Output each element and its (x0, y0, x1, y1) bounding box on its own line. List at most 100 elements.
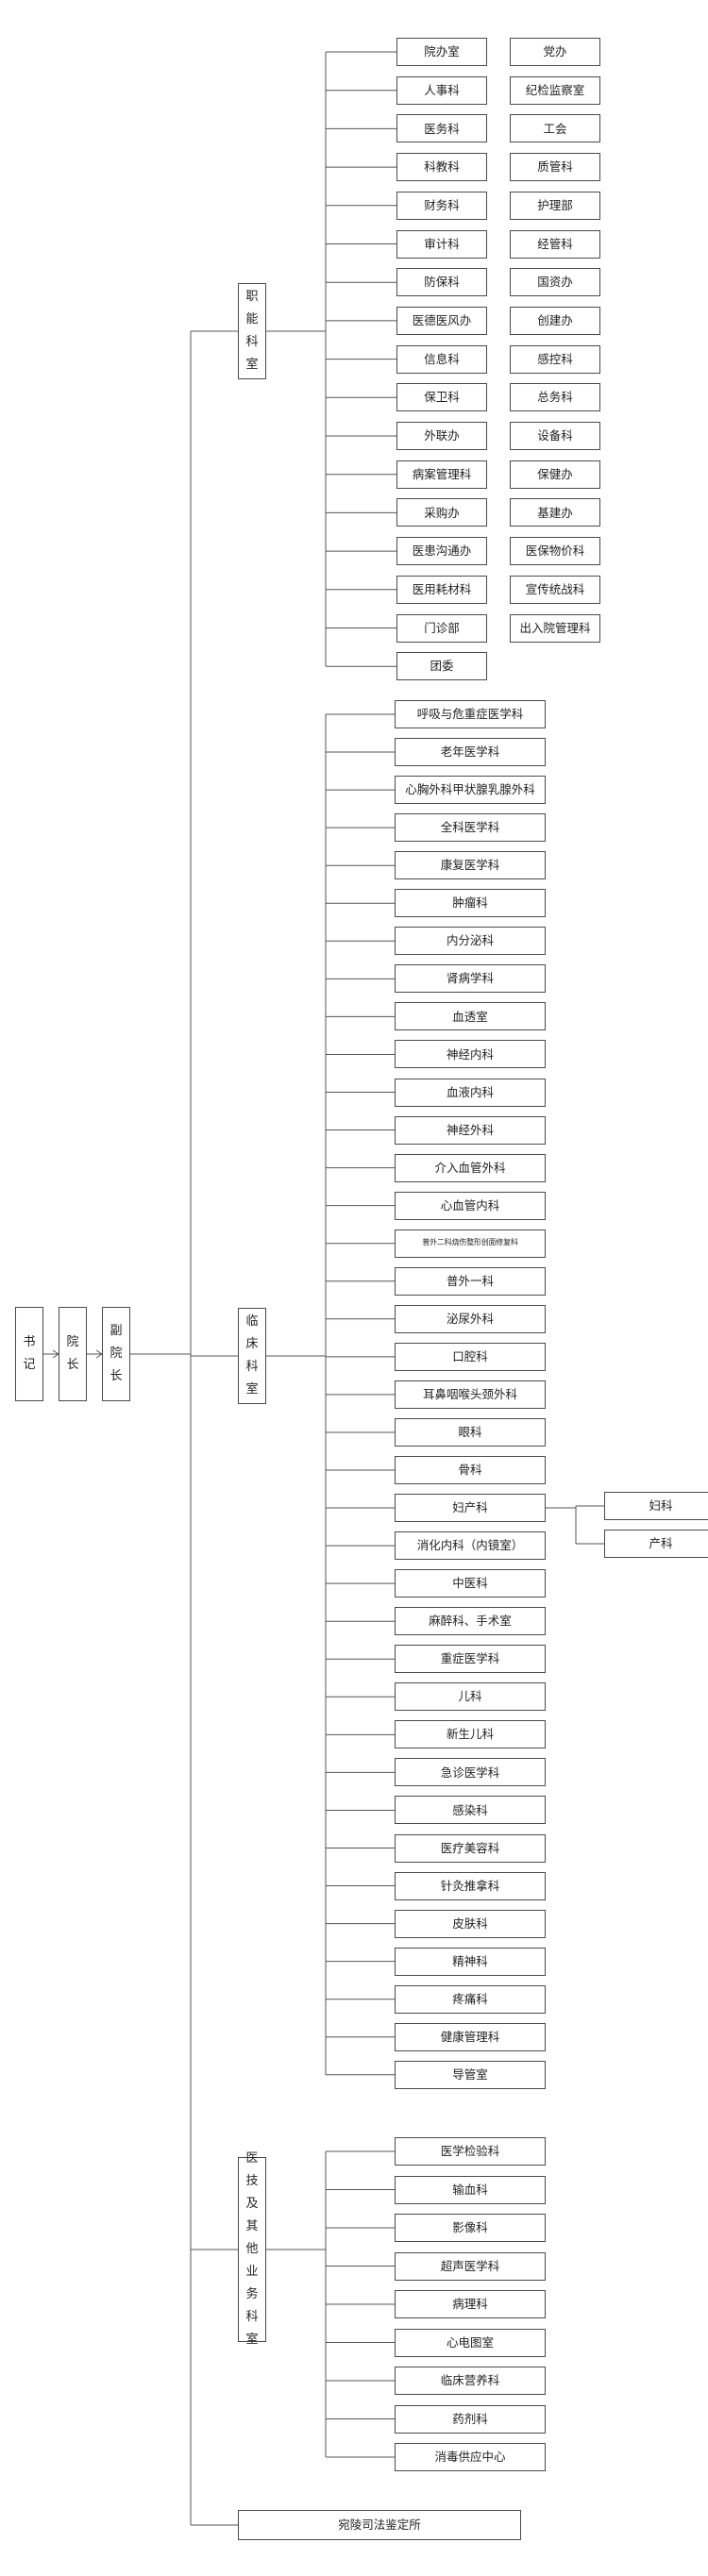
functional-dept-box-label: 出入院管理科 (519, 620, 591, 635)
functional-dept-box: 人事科 (396, 75, 487, 105)
functional-dept-box: 医用耗材科 (396, 575, 487, 604)
clinical-dept-box: 骨科 (395, 1456, 546, 1484)
clinical-dept-box: 耳鼻咽喉头颈外科 (395, 1380, 546, 1409)
obgyn-sub-box: 产科 (604, 1530, 708, 1558)
clinical-dept-box-label: 内分泌科 (446, 933, 494, 948)
functional-dept-box-label: 医务科 (424, 121, 460, 136)
clinical-dept-box-label: 普外二科烧伤整形创面修复科 (422, 1238, 518, 1247)
functional-dept-box: 医患沟通办 (396, 537, 487, 566)
clinical-dept-box: 老年医学科 (395, 738, 546, 767)
functional-dept-box-label: 外联办 (424, 428, 460, 443)
clinical-dept-box-label: 导管室 (452, 2066, 488, 2082)
clinical-dept-box-label: 肾病学科 (446, 971, 494, 986)
forensic-institute-label: 宛陵司法鉴定所 (338, 2517, 421, 2533)
clinical-dept-box: 血透室 (395, 1002, 546, 1031)
medtech-dept-box: 临床营养科 (395, 2367, 546, 2395)
president-label: 院长 (66, 1335, 79, 1372)
medtech-dept-box: 药剂科 (395, 2404, 546, 2434)
clinical-dept-box-label: 心胸外科甲状腺乳腺外科 (405, 782, 535, 797)
medtech-dept-box-label: 心电图室 (446, 2334, 494, 2350)
clinical-dept-box-label: 中医科 (452, 1576, 488, 1591)
functional-departments-label: 职能科室 (245, 290, 259, 372)
clinical-dept-box: 血液内科 (395, 1078, 546, 1107)
clinical-dept-box-label: 新生儿科 (446, 1727, 494, 1742)
forensic-institute-box: 宛陵司法鉴定所 (238, 2510, 521, 2540)
medtech-dept-box-label: 医学检验科 (440, 2144, 500, 2159)
functional-dept-box-label: 人事科 (424, 82, 460, 97)
obgyn-sub-box-label: 产科 (649, 1536, 673, 1551)
clinical-departments-box: 临床科室 (238, 1308, 266, 1404)
clinical-dept-box: 皮肤科 (395, 1909, 546, 1938)
medtech-dept-box-label: 超声医学科 (440, 2258, 500, 2273)
functional-dept-box-label: 审计科 (424, 236, 460, 251)
functional-dept-box: 审计科 (396, 229, 487, 259)
functional-dept-box: 防保科 (396, 268, 487, 297)
clinical-dept-box-label: 皮肤科 (452, 1915, 488, 1931)
functional-dept-box-label: 信息科 (424, 351, 460, 366)
functional-dept-box: 团委 (396, 652, 487, 681)
clinical-dept-box: 口腔科 (395, 1342, 546, 1371)
functional-dept-box: 感控科 (510, 344, 600, 374)
clinical-dept-box-label: 疼痛科 (452, 1991, 488, 2006)
functional-dept-box: 经管科 (510, 229, 600, 259)
clinical-dept-box-label: 耳鼻咽喉头颈外科 (422, 1387, 517, 1402)
clinical-dept-box: 眼科 (395, 1417, 546, 1447)
functional-dept-box: 设备科 (510, 422, 600, 450)
clinical-dept-box-label: 精神科 (452, 1953, 488, 1968)
clinical-dept-box-label: 消化内科（内镜室） (416, 1538, 524, 1553)
functional-dept-box: 信息科 (396, 344, 487, 374)
medtech-dept-box: 输血科 (395, 2175, 546, 2204)
clinical-dept-box: 疼痛科 (395, 1984, 546, 2014)
medtech-dept-box: 消毒供应中心 (395, 2443, 546, 2471)
clinical-dept-box-label: 神经内科 (446, 1046, 494, 1062)
functional-dept-box-label: 医保物价科 (525, 544, 585, 559)
functional-dept-box-label: 党办 (543, 44, 567, 59)
medtech-dept-box-label: 药剂科 (452, 2411, 488, 2426)
clinical-dept-box: 心血管内科 (395, 1191, 546, 1220)
functional-dept-box-label: 科教科 (424, 159, 460, 175)
clinical-dept-box-label: 麻醉科、手术室 (429, 1614, 512, 1629)
functional-dept-box-label: 团委 (430, 659, 454, 674)
clinical-dept-box: 肿瘤科 (395, 889, 546, 918)
clinical-dept-box-label: 妇产科 (452, 1500, 488, 1515)
clinical-dept-box: 儿科 (395, 1682, 546, 1712)
functional-dept-box-label: 设备科 (537, 428, 573, 443)
clinical-dept-box: 心胸外科甲状腺乳腺外科 (395, 776, 546, 805)
clinical-dept-box-label: 血透室 (452, 1009, 488, 1024)
functional-dept-box: 党办 (510, 38, 600, 66)
clinical-dept-box-label: 重症医学科 (440, 1651, 500, 1666)
clinical-dept-box: 重症医学科 (395, 1645, 546, 1674)
functional-dept-box: 医务科 (396, 114, 487, 143)
clinical-dept-box-label: 口腔科 (452, 1348, 488, 1363)
clinical-dept-box-label: 老年医学科 (440, 744, 500, 760)
clinical-dept-box-label: 感染科 (452, 1802, 488, 1817)
clinical-dept-box-label: 全科医学科 (440, 820, 500, 835)
medtech-dept-box-label: 输血科 (452, 2182, 488, 2197)
clinical-dept-box: 感染科 (395, 1796, 546, 1825)
clinical-dept-box: 呼吸与危重症医学科 (395, 700, 546, 728)
secretary-label: 书记 (23, 1335, 36, 1372)
clinical-dept-box-label: 泌尿外科 (446, 1311, 494, 1326)
functional-dept-box: 科教科 (396, 153, 487, 182)
clinical-dept-box-label: 急诊医学科 (440, 1765, 500, 1780)
functional-dept-box-label: 护理部 (537, 197, 573, 212)
functional-dept-box: 出入院管理科 (510, 613, 600, 643)
functional-dept-box-label: 保卫科 (424, 390, 460, 405)
medtech-dept-box: 医学检验科 (395, 2137, 546, 2166)
clinical-dept-box-label: 眼科 (458, 1425, 482, 1440)
clinical-dept-box: 内分泌科 (395, 927, 546, 956)
clinical-dept-box-label: 针灸推拿科 (440, 1878, 500, 1893)
functional-dept-box: 病案管理科 (396, 460, 487, 489)
medtech-dept-box: 心电图室 (395, 2328, 546, 2357)
clinical-dept-box: 新生儿科 (395, 1720, 546, 1749)
clinical-dept-box: 泌尿外科 (395, 1304, 546, 1333)
functional-dept-box: 纪检监察室 (510, 75, 600, 105)
clinical-dept-box: 医疗美容科 (395, 1833, 546, 1863)
vice-president-label: 副院长 (110, 1324, 123, 1383)
clinical-dept-box: 普外二科烧伤整形创面修复科 (395, 1229, 546, 1258)
clinical-dept-box: 普外一科 (395, 1266, 546, 1296)
medtech-departments-label: 医技及其他业务科室 (245, 2151, 259, 2347)
clinical-dept-box: 介入血管外科 (395, 1153, 546, 1182)
clinical-dept-box-label: 儿科 (458, 1689, 482, 1704)
